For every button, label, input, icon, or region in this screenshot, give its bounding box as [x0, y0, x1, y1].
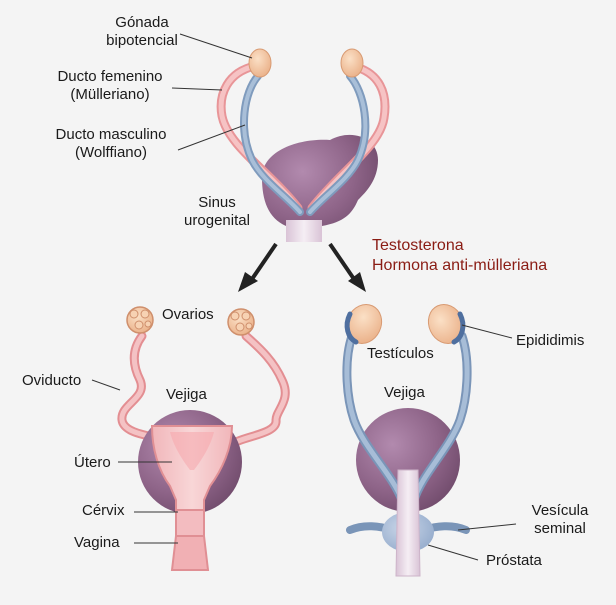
testis-left: [344, 304, 383, 345]
label-prostata: Próstata: [486, 552, 542, 569]
label-vejiga-male: Vejiga: [384, 384, 425, 401]
ovary-right: [227, 308, 255, 336]
leader-gonada: [179, 33, 253, 59]
label-sinus-line2: urogenital: [184, 212, 250, 229]
label-testiculos: Testículos: [367, 345, 434, 362]
label-sinus: Sinus urogenital: [172, 194, 262, 230]
label-gonada: Gónada bipotencial: [96, 14, 188, 50]
leader-vesicula: [457, 523, 517, 531]
leader-ducto-masculino: [177, 124, 246, 151]
testis-right: [427, 304, 466, 345]
label-ducto-masculino: Ducto masculino (Wolffiano): [38, 126, 184, 162]
label-vesicula: Vesícula seminal: [512, 502, 608, 538]
label-amh: Hormona anti-mülleriana: [372, 257, 548, 274]
ovary-left: [126, 306, 154, 334]
male-development: [342, 304, 517, 577]
sinus-outlet: [286, 220, 322, 242]
label-vagina: Vagina: [74, 534, 120, 551]
label-gonada-line2: bipotencial: [106, 32, 178, 49]
label-vesicula-line2: seminal: [534, 520, 586, 537]
urogenital-sinus: [262, 134, 378, 240]
label-ducto-femenino: Ducto femenino (Mülleriano): [40, 68, 180, 104]
label-vesicula-line1: Vesícula: [531, 502, 589, 519]
label-ducto-masculino-line1: Ducto masculino: [55, 126, 167, 143]
cervix: [175, 509, 205, 537]
oviduct-right: [227, 331, 290, 449]
label-ducto-masculino-line2: (Wolffiano): [75, 144, 147, 161]
label-ovarios: Ovarios: [162, 306, 214, 323]
male-bladder: [356, 408, 460, 512]
female-development: [91, 306, 290, 571]
label-sinus-line1: Sinus: [198, 194, 236, 211]
leader-ducto-femenino: [171, 87, 223, 91]
male-urethra: [395, 469, 421, 577]
vagina: [170, 535, 210, 571]
leader-oviducto: [91, 379, 121, 391]
label-utero: Útero: [74, 454, 111, 471]
arrows: [238, 242, 366, 292]
leader-prostata: [427, 544, 479, 561]
label-ducto-femenino-line2: (Mülleriano): [70, 86, 150, 103]
label-testosterona: Testosterona: [372, 237, 464, 254]
label-hormones: Testosterona Hormona anti-mülleriana: [372, 236, 547, 276]
label-vejiga-female: Vejiga: [166, 386, 207, 403]
label-gonada-line1: Gónada: [115, 14, 169, 31]
bipotential-gonad-right: [340, 48, 364, 78]
label-oviducto: Oviducto: [22, 372, 82, 389]
label-cervix: Cérvix: [82, 502, 125, 519]
bipotential-stage: [171, 33, 390, 242]
label-epididimis: Epididimis: [516, 332, 585, 349]
bipotential-gonad-left: [248, 48, 272, 78]
label-ducto-femenino-line1: Ducto femenino: [57, 68, 163, 85]
leader-epididimis: [461, 324, 513, 339]
